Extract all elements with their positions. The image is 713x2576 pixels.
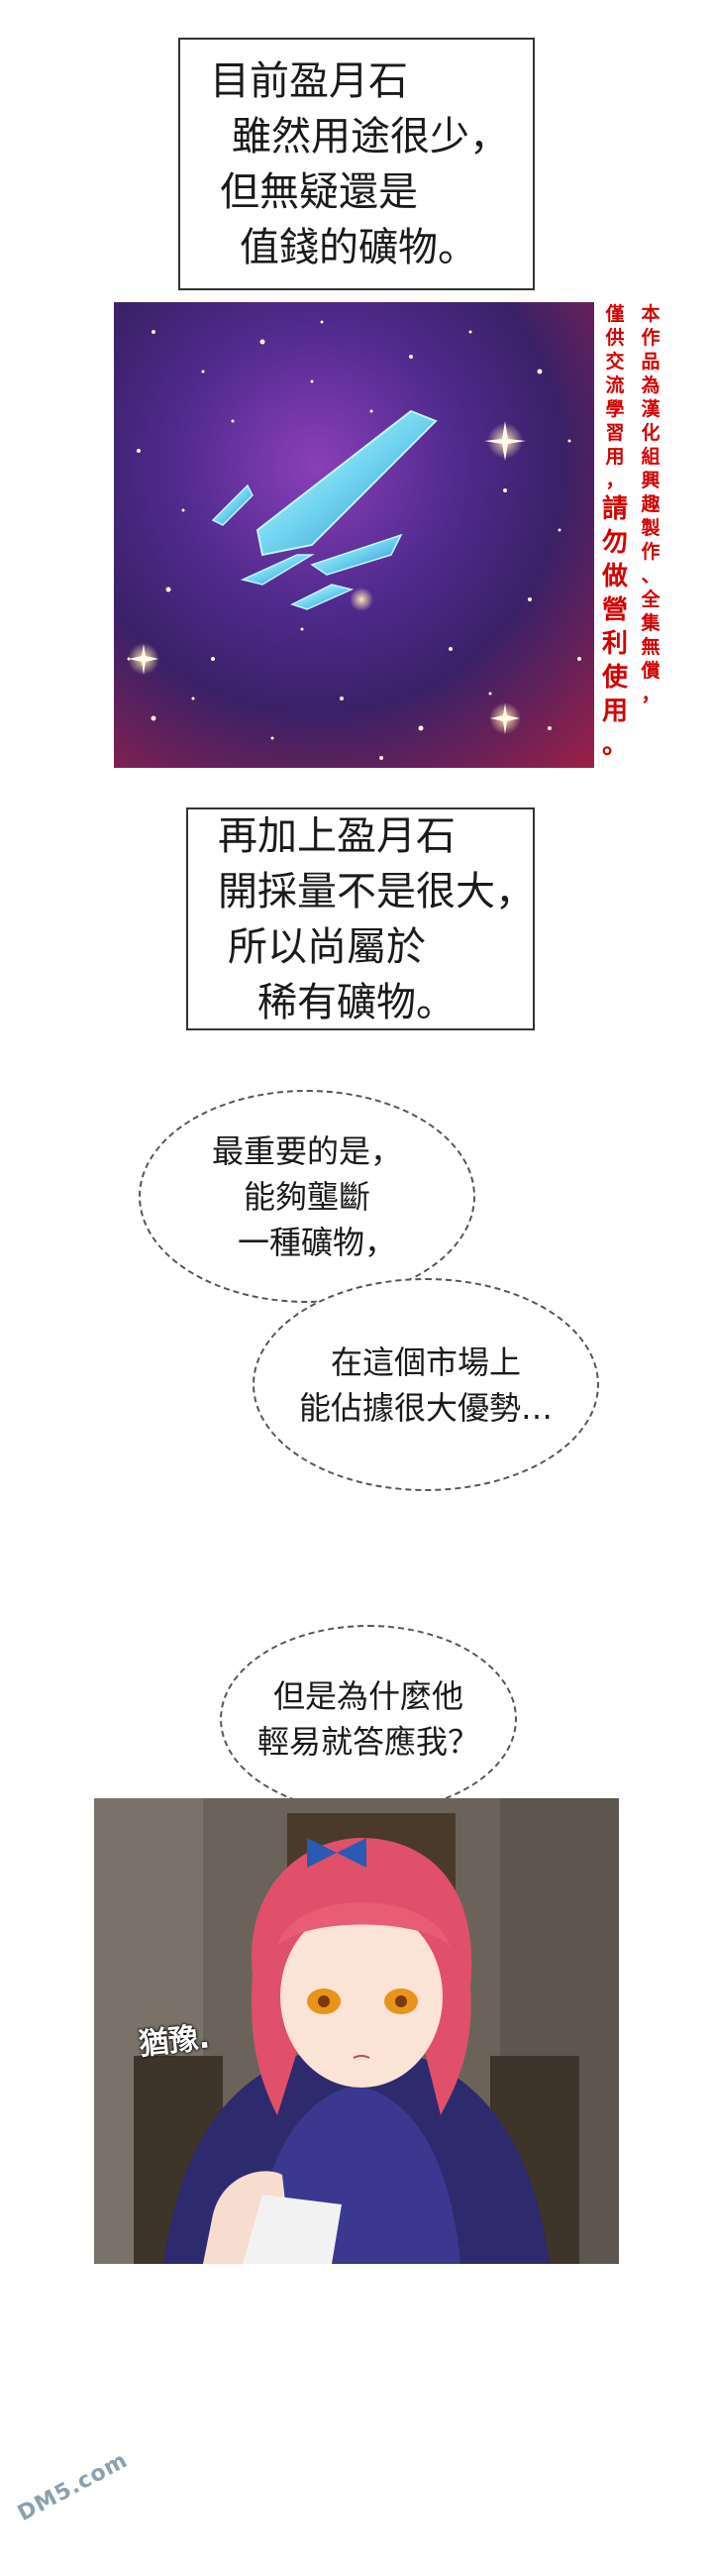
narration-line: 雖然用途很少， (232, 113, 509, 160)
narration-line: 開採量不是很大， (218, 868, 535, 914)
bubble-line: 在這個市場上 (330, 1342, 521, 1381)
bubble-line: 但是為什麼他 (272, 1677, 463, 1715)
sound-effect-text: 猶豫. (137, 2020, 212, 2063)
narration-box-2: 再加上盈月石 開採量不是很大， 所以尚屬於 稀有礦物。 (186, 807, 535, 1030)
narration-line: 稀有礦物。 (257, 979, 456, 1025)
character-panel: 猶豫. (94, 1798, 619, 2264)
narration-box-1: 目前盈月石 雖然用途很少， 但無疑還是 值錢的礦物。 (178, 38, 535, 290)
narration-line: 再加上盈月石 (218, 812, 456, 859)
translator-note-column-2: 僅供交流學習用， 請勿做營利使用。 (598, 302, 632, 762)
narration-line: 但無疑還是 (220, 168, 418, 215)
dm5-watermark: DM5.com (14, 2447, 133, 2527)
translator-note-column-1: 本作品為漢化組興趣製作、全集無償， (634, 302, 667, 706)
moonstone-crystal-panel (114, 302, 594, 768)
bubble-line: 能夠壟斷 (243, 1177, 370, 1216)
narration-line: 值錢的礦物。 (240, 224, 477, 270)
translator-note-text: 本作品為漢化組興趣製作、全集無償， (641, 303, 661, 705)
thought-bubble-1: 最重要的是， 能夠壟斷 一種礦物， (139, 1090, 475, 1303)
translator-note-emphasis: 請勿做營利使用。 (601, 494, 628, 760)
narration-line: 目前盈月石 (210, 57, 408, 104)
translator-note-text: 僅供交流學習用， (605, 303, 625, 491)
bubble-line: 最重要的是， (211, 1131, 402, 1170)
bubble-line: 輕易就答應我？ (256, 1723, 479, 1761)
moonstone-crystal-icon (211, 409, 438, 610)
bubble-line: 能佔據很大優勢… (298, 1388, 553, 1427)
starfield-image (127, 320, 581, 760)
red-haired-girl-image (94, 1798, 619, 2264)
thought-bubble-2: 在這個市場上 能佔據很大優勢… (253, 1278, 599, 1491)
bubble-line: 一種礦物， (237, 1223, 396, 1261)
narration-line: 所以尚屬於 (228, 923, 426, 970)
thought-bubble-3: 但是為什麼他 輕易就答應我？ (220, 1625, 517, 1813)
